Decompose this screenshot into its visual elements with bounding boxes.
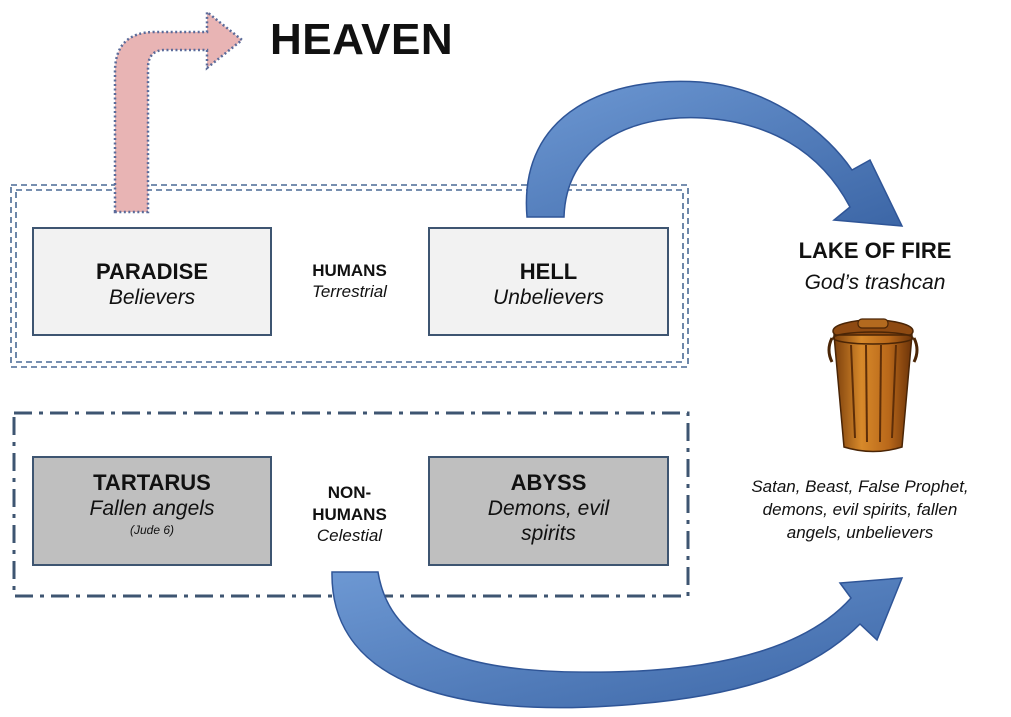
lake-of-fire-list-line2: demons, evil spirits, fallen [762,499,958,519]
paradise-box: PARADISE Believers [32,227,272,336]
tartarus-title: TARTARUS [93,470,211,495]
humans-label: HUMANS Terrestrial [287,260,412,302]
lake-of-fire-subtitle: God’s trashcan [804,271,946,294]
tartarus-subtitle: Fallen angels [89,497,215,520]
hell-box: HELL Unbelievers [428,227,669,336]
paradise-title: PARADISE [95,259,209,284]
lake-of-fire-title: LAKE OF FIRE [798,238,952,263]
tartarus-box: TARTARUS Fallen angels (Jude 6) [32,456,272,566]
hell-title: HELL [519,259,578,284]
abyss-box: ABYSS Demons, evil spirits [428,456,669,566]
arrow-hell-to-lake-icon [525,80,904,227]
abyss-subtitle-line1: Demons, evil [487,497,610,520]
non-humans-title-line2: HUMANS [312,505,387,525]
lake-of-fire-list-line3: angels, unbelievers [786,522,934,542]
heaven-heading: HEAVEN [270,15,454,64]
tartarus-note: (Jude 6) [129,523,175,538]
humans-subtitle: Terrestrial [312,282,387,302]
non-humans-subtitle: Celestial [316,526,383,546]
hell-subtitle: Unbelievers [493,286,604,309]
humans-title: HUMANS [312,261,387,280]
paradise-subtitle: Believers [108,286,196,309]
abyss-title: ABYSS [510,470,587,495]
lake-of-fire-list-line1: Satan, Beast, False Prophet, [751,477,969,496]
abyss-subtitle-line2: spirits [521,522,576,546]
non-humans-label: NON- HUMANS Celestial [287,482,412,546]
lake-of-fire-list: Satan, Beast, False Prophet, demons, evi… [715,476,1005,545]
humans-group-border [10,184,689,368]
trashcan-icon [827,318,919,453]
arrow-abyss-to-lake-icon [331,571,904,709]
arrow-to-heaven-icon [113,9,245,214]
non-humans-title-line1: NON- [327,483,372,502]
